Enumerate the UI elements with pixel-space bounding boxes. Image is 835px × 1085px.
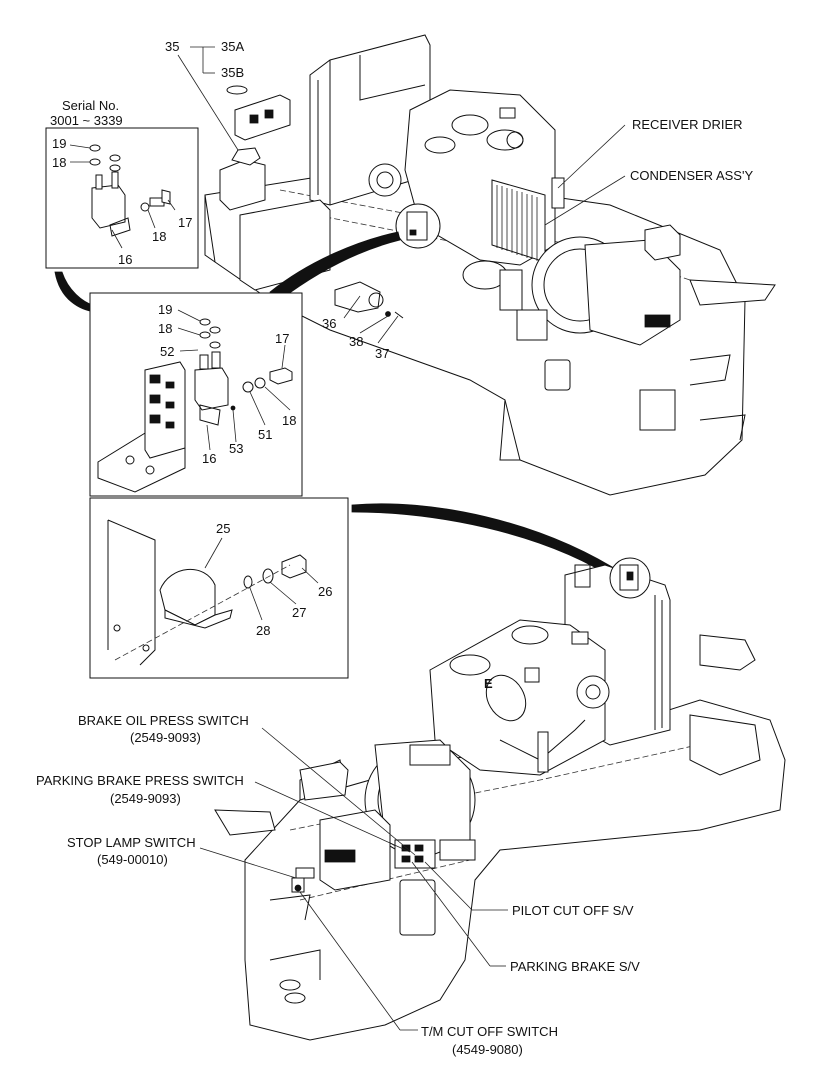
- connector-swoosh-2: [269, 231, 401, 301]
- inset2-label-16: 16: [202, 451, 216, 466]
- callout-parking-brake-sv: PARKING BRAKE S/V: [510, 959, 640, 974]
- callout-receiver-drier: RECEIVER DRIER: [632, 117, 743, 132]
- label-38: 38: [349, 334, 363, 349]
- inset1-label-19: 19: [52, 136, 66, 151]
- inset3-label-25: 25: [216, 521, 230, 536]
- inset2-label-53: 53: [229, 441, 243, 456]
- label-37: 37: [375, 346, 389, 361]
- lower-machine-view: [214, 557, 786, 1041]
- callout-pilot-cut-off-sv: PILOT CUT OFF S/V: [512, 903, 634, 918]
- inset-bracket-detail: [89, 497, 349, 679]
- inset1-label-17: 17: [178, 215, 192, 230]
- serial-range: 3001 ~ 3339: [50, 113, 123, 128]
- callout-leaders: [177, 46, 626, 1031]
- callout-tm-cut-pn: (4549-9080): [452, 1042, 523, 1057]
- label-36: 36: [322, 316, 336, 331]
- inset2-label-17: 17: [275, 331, 289, 346]
- label-35a: 35A: [221, 39, 244, 54]
- inset1-label-16: 16: [118, 252, 132, 267]
- inset-serial-detail: [45, 127, 199, 269]
- connector-swoosh-1: [54, 271, 96, 313]
- callout-parking-brake-press-switch: PARKING BRAKE PRESS SWITCH: [36, 773, 244, 788]
- callout-parking-press-pn: (2549-9093): [110, 791, 181, 806]
- inset3-label-26: 26: [318, 584, 332, 599]
- label-35: 35: [165, 39, 179, 54]
- callout-stop-lamp-switch: STOP LAMP SWITCH: [67, 835, 196, 850]
- upper-machine-view: [204, 34, 776, 496]
- inset3-label-27: 27: [292, 605, 306, 620]
- callout-brake-oil-pn: (2549-9093): [130, 730, 201, 745]
- inset1-label-18b: 18: [152, 229, 166, 244]
- inset2-label-18b: 18: [282, 413, 296, 428]
- callout-brake-oil-press-switch: BRAKE OIL PRESS SWITCH: [78, 713, 249, 728]
- serial-title: Serial No.: [62, 98, 119, 113]
- inset2-label-18a: 18: [158, 321, 172, 336]
- marker-e: E: [484, 676, 493, 691]
- inset2-label-52: 52: [160, 344, 174, 359]
- inset1-label-18a: 18: [52, 155, 66, 170]
- inset3-label-28: 28: [256, 623, 270, 638]
- inset-switch-mount-detail: [89, 292, 303, 497]
- inset2-label-51: 51: [258, 427, 272, 442]
- callout-condenser: CONDENSER ASS'Y: [630, 168, 753, 183]
- callout-tm-cut-off-switch: T/M CUT OFF SWITCH: [421, 1024, 558, 1039]
- label-35b: 35B: [221, 65, 244, 80]
- callout-stop-lamp-pn: (549-00010): [97, 852, 168, 867]
- inset2-label-19: 19: [158, 302, 172, 317]
